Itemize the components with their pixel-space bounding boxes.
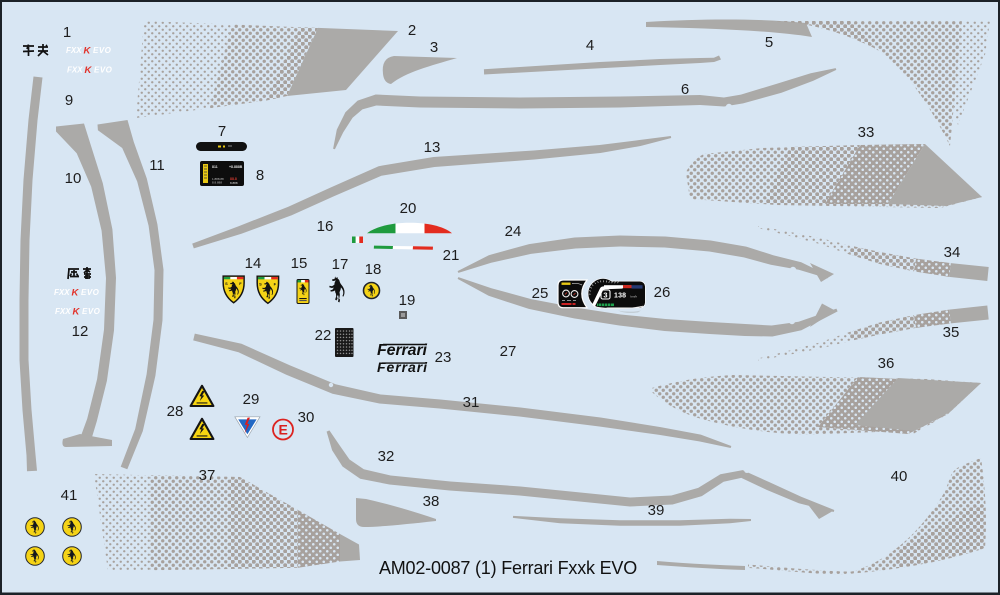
- svg-text:AM02-0087 (1) Ferrari Fxxk EVO: AM02-0087 (1) Ferrari Fxxk EVO: [379, 558, 637, 578]
- svg-text:E: E: [279, 422, 288, 438]
- svg-text:88.8: 88.8: [230, 177, 237, 181]
- svg-text:K: K: [85, 65, 93, 76]
- svg-text:138: 138: [614, 293, 626, 300]
- svg-text:K: K: [72, 288, 80, 299]
- svg-text:FXX: FXX: [55, 307, 71, 316]
- svg-text:EVO: EVO: [94, 66, 113, 75]
- svg-text:EVO: EVO: [82, 307, 101, 316]
- svg-text:+8.888B: +8.888B: [229, 165, 243, 169]
- svg-text:32: 32: [378, 448, 395, 465]
- svg-text:6: 6: [681, 81, 689, 98]
- svg-text:K: K: [73, 307, 81, 318]
- svg-text:19: 19: [399, 292, 416, 309]
- svg-text:1.888.88: 1.888.88: [212, 177, 224, 181]
- svg-text:10: 10: [65, 170, 82, 187]
- svg-text:km/h: km/h: [631, 295, 638, 299]
- svg-text:16: 16: [317, 218, 334, 235]
- svg-text:31: 31: [463, 394, 480, 411]
- svg-text:21: 21: [443, 247, 460, 264]
- svg-text:K: K: [84, 46, 92, 57]
- svg-text:23: 23: [435, 349, 452, 366]
- svg-text:13: 13: [424, 139, 441, 156]
- svg-text:FXX: FXX: [67, 66, 83, 75]
- svg-text:28: 28: [167, 403, 184, 420]
- svg-text:8.8.888: 8.8.888: [212, 181, 222, 185]
- svg-text:7: 7: [218, 123, 226, 140]
- svg-text:30: 30: [298, 409, 315, 426]
- svg-text:Ferrari: Ferrari: [377, 342, 428, 359]
- svg-text:25: 25: [532, 285, 549, 302]
- svg-text:5: 5: [765, 34, 773, 51]
- svg-text:24: 24: [505, 223, 522, 240]
- svg-text:12: 12: [72, 323, 89, 340]
- svg-text:39: 39: [648, 502, 665, 519]
- svg-text:8.888: 8.888: [230, 181, 238, 185]
- svg-text:15: 15: [291, 255, 308, 272]
- svg-text:2: 2: [408, 22, 416, 39]
- svg-text:3: 3: [603, 291, 607, 300]
- svg-text:29: 29: [243, 391, 260, 408]
- svg-text:Ferrari: Ferrari: [377, 359, 428, 375]
- svg-text:EVO: EVO: [93, 46, 112, 55]
- svg-text:22: 22: [315, 327, 332, 344]
- svg-text:EVO: EVO: [81, 288, 100, 297]
- svg-text:41: 41: [61, 487, 78, 504]
- svg-text:18: 18: [365, 261, 382, 278]
- svg-text:1: 1: [63, 24, 71, 41]
- svg-text:9: 9: [65, 92, 73, 109]
- svg-text:20: 20: [400, 200, 417, 217]
- svg-text:FXX: FXX: [66, 46, 82, 55]
- svg-text:3: 3: [430, 39, 438, 56]
- svg-text:26: 26: [654, 284, 671, 301]
- svg-text:17: 17: [332, 256, 349, 273]
- svg-text:4: 4: [586, 37, 594, 54]
- svg-text:33: 33: [858, 124, 875, 141]
- svg-text:40: 40: [891, 468, 908, 485]
- svg-text:37: 37: [199, 467, 216, 484]
- svg-text:38: 38: [423, 493, 440, 510]
- svg-text:34: 34: [944, 244, 961, 261]
- svg-text:14: 14: [245, 255, 262, 272]
- svg-text:FXX: FXX: [54, 288, 70, 297]
- svg-text:11: 11: [149, 157, 165, 174]
- svg-text:811: 811: [212, 165, 218, 169]
- svg-text:27: 27: [500, 343, 517, 360]
- svg-text:35: 35: [943, 324, 960, 341]
- svg-text:36: 36: [878, 355, 895, 372]
- svg-text:8: 8: [256, 167, 264, 184]
